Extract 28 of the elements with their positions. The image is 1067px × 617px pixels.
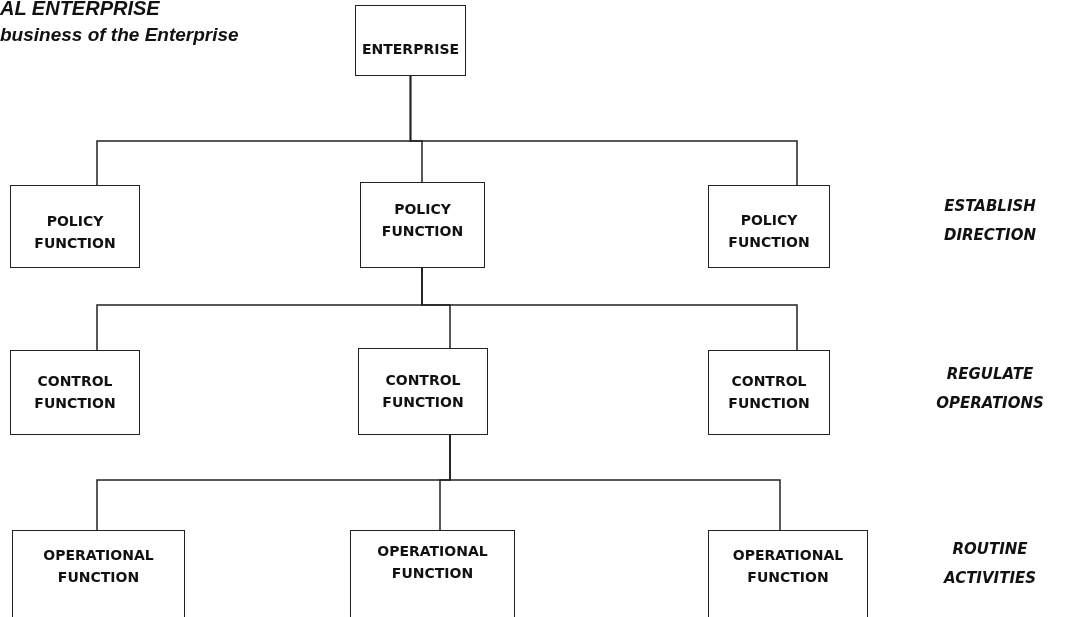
function-box (355, 5, 466, 76)
function-box (708, 350, 830, 435)
box-label: ENTERPRISE (361, 39, 460, 59)
row-label: ROUTINE ACTIVITIES (942, 539, 1037, 590)
function-box (10, 350, 140, 435)
row-label: REGULATE OPERATIONS (935, 364, 1045, 415)
box-label: CONTROL FUNCTION (727, 371, 811, 413)
function-box (10, 185, 140, 268)
function-box (708, 185, 830, 268)
connector-line (409, 75, 798, 186)
box-label: POLICY FUNCTION (33, 211, 117, 253)
title: AL ENTERPRISE (0, 0, 160, 20)
function-box (12, 530, 185, 617)
row-label: ESTABLISH DIRECTION (943, 196, 1037, 247)
function-box (360, 182, 485, 268)
box-label: OPERATIONAL FUNCTION (376, 542, 489, 583)
connector-line (421, 267, 798, 351)
function-box (358, 348, 488, 435)
box-label: POLICY FUNCTION (380, 200, 465, 241)
box-label: OPERATIONAL FUNCTION (42, 546, 155, 587)
box-label: CONTROL FUNCTION (381, 370, 465, 412)
box-label: POLICY FUNCTION (727, 210, 811, 252)
function-box (708, 530, 868, 617)
box-label: CONTROL FUNCTION (33, 371, 117, 413)
function-box (350, 530, 515, 617)
connector-line (449, 434, 781, 531)
box-label: OPERATIONAL FUNCTION (731, 546, 845, 587)
subtitle: business of the Enterprise (0, 24, 239, 46)
